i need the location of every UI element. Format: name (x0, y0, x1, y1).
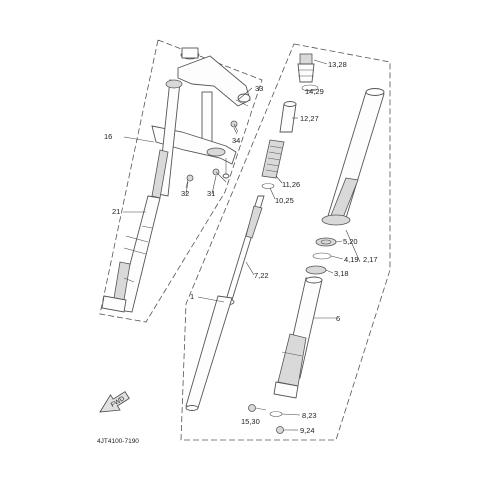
gasket-8-23[interactable] (269, 411, 283, 417)
callout-21: 21 (112, 207, 120, 216)
o-ring-14-29[interactable] (301, 84, 319, 92)
callout-1: 1 (190, 292, 194, 301)
damper-rod-7-22[interactable] (217, 195, 265, 306)
callout-13-28: 13,28 (328, 60, 347, 69)
cap-bolt-13-28[interactable] (297, 53, 315, 83)
bolt-15-30[interactable] (248, 404, 267, 412)
leader-lines (123, 59, 361, 431)
callout-34: 34 (232, 136, 240, 145)
oil-seal-3-18[interactable] (305, 265, 327, 275)
callout-6: 6 (336, 314, 340, 323)
catalog-code: 4JT4100-7190 (97, 438, 139, 445)
callout-8-23: 8,23 (302, 411, 317, 420)
fork-spring-11-26[interactable] (261, 139, 285, 179)
left-group-outline (99, 39, 263, 323)
callout-3-18: 3,18 (334, 269, 349, 278)
retaining-clip-4-19[interactable] (312, 252, 332, 260)
callout-4-19: 4,19 (344, 255, 359, 264)
bolt-34[interactable] (230, 120, 239, 133)
bolt-32[interactable] (185, 174, 194, 189)
spacer-12-27[interactable] (279, 101, 297, 133)
right-group-outline (180, 43, 391, 441)
outer-tube-lower-6[interactable] (273, 276, 323, 399)
outer-tube-2-17[interactable] (321, 88, 385, 226)
dust-seal-5-20[interactable] (315, 237, 337, 247)
inner-tube-1[interactable] (185, 295, 233, 411)
fwd-arrow-icon: FWD (99, 391, 130, 413)
callout-12-27: 12,27 (300, 114, 319, 123)
drain-bolt-9-24[interactable] (276, 426, 293, 434)
callout-5-20: 5,20 (343, 237, 358, 246)
callout-14-29: 14,29 (305, 87, 324, 96)
callout-31: 31 (207, 189, 215, 198)
callout-32: 32 (181, 189, 189, 198)
callout-9-24: 9,24 (300, 426, 315, 435)
upper-bracket[interactable] (177, 47, 251, 107)
callout-16: 16 (104, 132, 112, 141)
callout-11-26: 11,26 (282, 180, 300, 189)
callout-33: 33 (255, 84, 263, 93)
callout-2-17: 2,17 (363, 255, 378, 264)
callout-labels: 16 21 33 34 32 31 13,28 14,29 12,27 11,2… (104, 60, 378, 435)
washer-10-25[interactable] (261, 183, 275, 189)
callout-10-25: 10,25 (275, 196, 294, 205)
callout-7-22: 7,22 (254, 271, 269, 280)
bolt-31[interactable] (212, 168, 227, 183)
left-fork-leg-assembly[interactable] (101, 79, 183, 313)
callout-15-30: 15,30 (241, 417, 260, 426)
